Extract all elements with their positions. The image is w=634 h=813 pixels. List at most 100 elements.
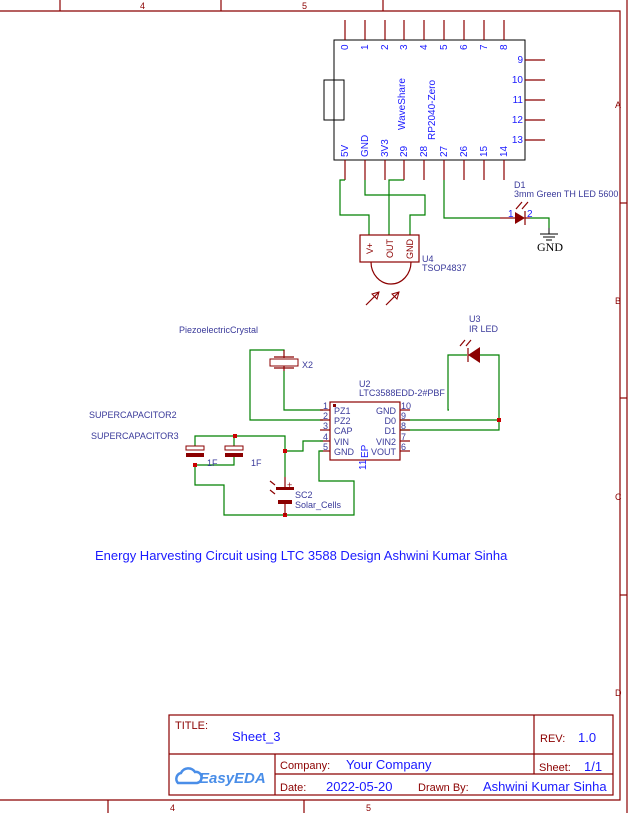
left-pin-name: VIN	[334, 437, 349, 447]
right-pin-name: GND	[376, 406, 397, 416]
left-pin-number: 5	[323, 442, 328, 452]
right-pin-number: 9	[401, 411, 406, 421]
bottom-pin-label: 14	[499, 145, 510, 157]
u2-ref: U2	[359, 379, 371, 389]
title-label: TITLE:	[175, 720, 208, 732]
sc2-ref: SC2	[295, 490, 313, 500]
left-pin-name: PZ1	[334, 406, 351, 416]
right-pin-label: 10	[512, 75, 524, 86]
bottom-pin-label: 27	[439, 145, 450, 157]
u4-value: TSOP4837	[422, 263, 467, 273]
u3-value: IR LED	[469, 324, 499, 334]
top-pin-label: 0	[340, 44, 351, 50]
left-pin-number: 3	[323, 421, 328, 431]
supercapacitor-2[interactable]: 1F SUPERCAPACITOR2	[89, 410, 218, 468]
row-label: C	[615, 492, 622, 502]
right-pin-number: 10	[401, 401, 411, 411]
title-block: TITLE: Sheet_3 REV: 1.0 Company: Your Co…	[168, 714, 614, 796]
bottom-pin-label: 28	[419, 145, 430, 157]
top-pin-label: 6	[459, 44, 470, 50]
right-pin-label: 12	[512, 115, 524, 126]
right-pin-number: 8	[401, 421, 406, 431]
gnd-label: GND	[537, 240, 563, 254]
ir-led-u3[interactable]: U3 IR LED	[400, 314, 501, 431]
sc2-value: Solar_Cells	[295, 500, 342, 510]
right-pin-name: VIN2	[376, 437, 396, 447]
right-pin-name: D0	[384, 416, 396, 426]
top-pin-label: 3	[399, 44, 410, 50]
wires-top	[339, 179, 550, 235]
supercapacitor-3[interactable]: 1F SUPERCAPACITOR3	[91, 431, 262, 468]
left-pin-name: CAP	[334, 426, 353, 436]
top-pin-label: 8	[499, 44, 510, 50]
ground-symbol: GND	[537, 228, 563, 254]
title-value: Sheet_3	[232, 729, 280, 744]
d1-ref: D1	[514, 180, 526, 190]
company-value: Your Company	[346, 757, 432, 772]
x2-label: PiezoelectricCrystal	[179, 325, 258, 335]
module-manufacturer: WaveShare	[397, 78, 408, 130]
led-d1[interactable]: D1 3mm Green TH LED 5600 1 2	[500, 180, 618, 225]
cap-label-2: SUPERCAPACITOR2	[89, 410, 177, 420]
module-name: RP2040-Zero	[427, 80, 438, 140]
bottom-pin-label: GND	[360, 135, 371, 157]
row-label: D	[615, 688, 622, 698]
u2-pin11: 11	[358, 459, 369, 470]
left-pin-number: 4	[323, 432, 328, 442]
u2-ep: EP	[360, 444, 371, 458]
left-pin-number: 1	[323, 401, 328, 411]
right-pin-name: VOUT	[371, 447, 397, 457]
right-pin-label: 9	[517, 55, 523, 66]
top-pin-label: 4	[419, 44, 430, 50]
plus-sign-icon: +	[287, 480, 292, 490]
u3-ref: U3	[469, 314, 481, 324]
column-label: 4	[170, 803, 175, 813]
d1-pin1: 1	[508, 209, 514, 220]
top-pin-label: 5	[439, 44, 450, 50]
easyeda-logo: EasyEDA	[175, 767, 266, 787]
left-pin-name: GND	[334, 447, 355, 457]
bottom-pin-label: 15	[479, 145, 490, 157]
power-input-network	[193, 434, 355, 517]
column-label: 4	[140, 1, 145, 11]
u4-pin-gnd: GND	[405, 239, 415, 260]
row-label: B	[615, 296, 621, 306]
sheet-label: Sheet:	[539, 762, 571, 774]
sheet-value: 1/1	[584, 759, 602, 774]
top-pin-label: 2	[380, 44, 391, 50]
d1-pin2: 2	[527, 209, 533, 220]
light-arrows-icon	[365, 291, 400, 306]
company-label: Company:	[280, 760, 330, 772]
date-value: 2022-05-20	[326, 779, 393, 794]
solar-cell-sc2[interactable]: + SC2 Solar_Cells	[269, 477, 342, 515]
left-pin-name: PZ2	[334, 416, 351, 426]
right-pin-name: D1	[384, 426, 396, 436]
rev-value: 1.0	[578, 730, 596, 745]
row-label: A	[615, 100, 621, 110]
date-label: Date:	[280, 782, 306, 794]
u4-pin-out: OUT	[385, 239, 395, 259]
bottom-pin-label: 3V3	[380, 139, 391, 157]
column-label: 5	[302, 1, 307, 11]
rev-label: REV:	[540, 733, 565, 745]
u2-value: LTC3588EDD-2#PBF	[359, 388, 445, 398]
right-pin-number: 7	[401, 432, 406, 442]
right-pin-label: 11	[513, 95, 524, 106]
piezo-crystal-x2[interactable]: X2 PiezoelectricCrystal	[179, 325, 323, 421]
right-pin-number: 6	[401, 442, 406, 452]
bottom-pin-label: 29	[399, 145, 410, 157]
top-pin-label: 7	[479, 44, 490, 50]
x2-ref: X2	[302, 360, 313, 370]
column-label: 5	[366, 803, 371, 813]
bottom-pin-label: 26	[459, 145, 470, 157]
cap-label-3: SUPERCAPACITOR3	[91, 431, 179, 441]
u4-ref: U4	[422, 254, 434, 264]
ir-receiver-u4[interactable]: V+ OUT GND U4 TSOP4837	[359, 234, 467, 306]
schematic-caption: Energy Harvesting Circuit using LTC 3588…	[95, 548, 508, 563]
drawn-by-label: Drawn By:	[418, 782, 469, 794]
top-pin-label: 1	[360, 44, 371, 50]
